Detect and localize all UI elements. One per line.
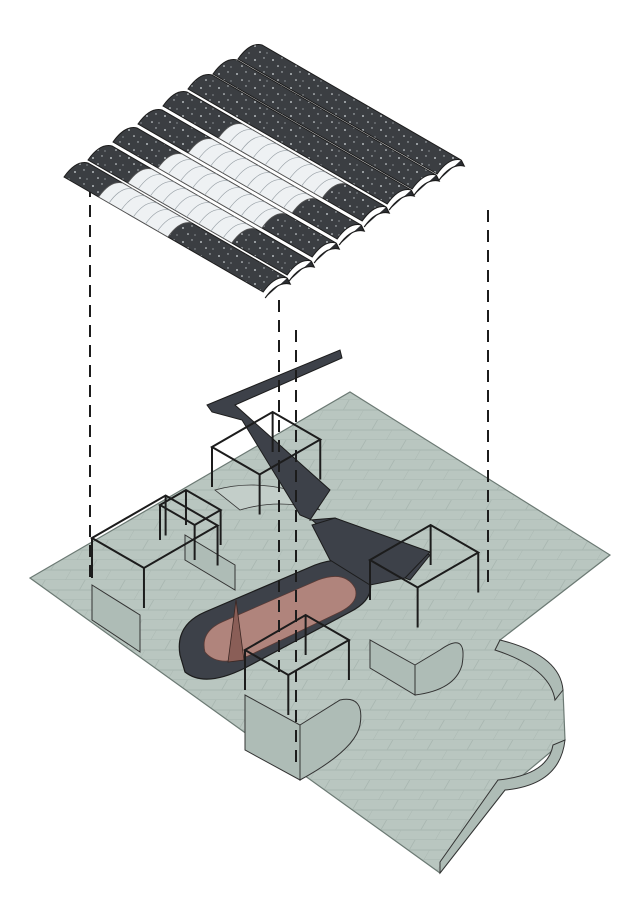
- walkway-landing: [311, 517, 431, 586]
- low-walls: [91, 484, 464, 781]
- planter-wall-west: [91, 584, 141, 653]
- roof-vault-strip: [162, 91, 391, 228]
- roof-vault-strip: [187, 74, 416, 211]
- roof-vault-strip: [87, 145, 316, 282]
- vaulted-roof-icon: [63, 44, 466, 299]
- curved-planter-east: [414, 642, 464, 696]
- steel-frame-pavilion-icon: [90, 410, 481, 715]
- cone-sculpture-icon: [227, 599, 245, 663]
- curved-planter-south: [299, 698, 362, 781]
- roof-vault-strip: [137, 109, 366, 246]
- steel-frame: [158, 488, 223, 560]
- curved-wall-east: [494, 639, 564, 702]
- curved-wall-south: [439, 739, 566, 875]
- roof-vault-strip: [212, 59, 441, 196]
- roof-vault-strip: [112, 127, 341, 264]
- steel-frame: [243, 613, 351, 715]
- roof-vault-strip: [63, 162, 292, 299]
- ground-plane: [28, 391, 612, 875]
- dashed-projection-line-icon: [89, 185, 489, 770]
- steel-frame: [368, 523, 481, 628]
- steel-frame: [210, 410, 323, 515]
- steel-frame: [90, 494, 220, 608]
- pond-group: [178, 559, 372, 680]
- roof-vault-strip: [237, 44, 466, 181]
